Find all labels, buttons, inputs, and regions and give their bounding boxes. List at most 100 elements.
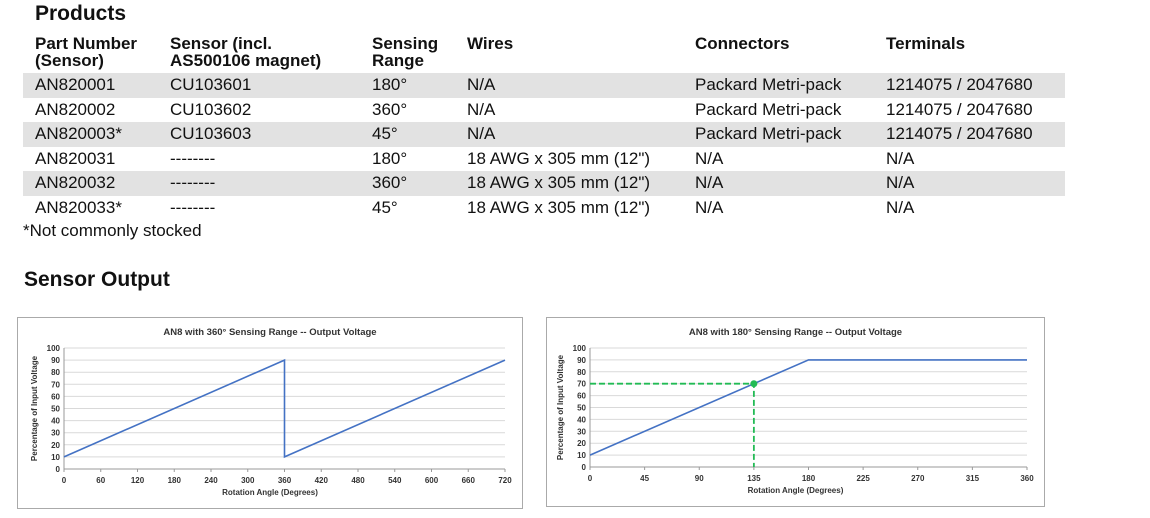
table-cell: --------	[170, 173, 216, 193]
table-cell: 1214075 / 2047680	[886, 75, 1033, 94]
table-cell: AN820032	[35, 173, 116, 193]
x-tick-label: 90	[695, 474, 704, 483]
x-tick-label: 225	[856, 474, 870, 483]
table-cell: 360°	[372, 173, 408, 193]
column-header: Part Number (Sensor)	[35, 34, 138, 70]
column-header: Connectors	[695, 34, 790, 53]
y-tick-label: 20	[577, 439, 586, 448]
y-tick-label: 20	[51, 441, 60, 450]
x-tick-label: 120	[131, 476, 145, 485]
x-tick-label: 60	[96, 476, 105, 485]
x-tick-label: 360	[1020, 474, 1034, 483]
table-cell: --------	[170, 197, 216, 217]
y-tick-label: 0	[582, 463, 587, 472]
y-tick-label: 60	[51, 392, 60, 401]
table-row: AN820032 -------- 360° 18 AWG x 305 mm (12"…	[23, 171, 1065, 196]
footnote: *Not commonly stocked	[23, 221, 202, 240]
table-cell: N/A	[467, 124, 496, 144]
table-cell: 1214075 / 2047680	[886, 99, 1033, 119]
sensor-output-heading: Sensor Output	[24, 268, 170, 291]
x-axis-label: Rotation Angle (Degrees)	[748, 486, 844, 495]
x-tick-label: 0	[588, 474, 593, 483]
x-tick-label: 540	[388, 476, 402, 485]
table-cell: 1214075 / 2047680	[886, 124, 1033, 144]
y-tick-label: 40	[51, 417, 60, 426]
table-cell: AN820031	[35, 148, 116, 168]
y-tick-label: 10	[51, 453, 60, 462]
table-cell: N/A	[695, 173, 724, 193]
products-heading: Products	[35, 2, 127, 25]
table-cell: Packard Metri-pack	[695, 124, 842, 144]
x-tick-label: 45	[640, 474, 649, 483]
table-row: AN820001 CU103601 180° N/A Packard Metri-pac…	[23, 73, 1065, 98]
y-tick-label: 40	[577, 415, 586, 424]
table-cell: AN820001	[35, 75, 116, 94]
y-tick-label: 0	[56, 465, 61, 474]
table-header: Part Number (Sensor) Sensor (incl. AS5001…	[23, 35, 1065, 73]
x-tick-label: 180	[802, 474, 816, 483]
x-tick-label: 420	[315, 476, 329, 485]
table-cell: 180°	[372, 75, 408, 94]
y-tick-label: 100	[573, 344, 587, 353]
y-tick-label: 90	[51, 356, 60, 365]
y-tick-label: 60	[577, 392, 586, 401]
table-row: AN820002 CU103602 360° N/A Packard Metri-pac…	[23, 98, 1065, 123]
x-tick-label: 315	[966, 474, 980, 483]
y-tick-label: 30	[51, 429, 60, 438]
y-tick-label: 80	[577, 368, 586, 377]
table-cell: N/A	[467, 99, 496, 119]
table-cell: 360°	[372, 99, 408, 119]
table-cell: N/A	[886, 197, 915, 217]
y-tick-label: 90	[577, 356, 586, 365]
chart-180: AN8 with 180° Sensing Range -- Output Vo…	[546, 317, 1045, 507]
table-cell: 45°	[372, 124, 398, 144]
table-cell: CU103602	[170, 99, 252, 119]
table-row: AN820033* -------- 45° 18 AWG x 305 mm (12"…	[23, 196, 1065, 221]
table-cell: Packard Metri-pack	[695, 99, 842, 119]
x-tick-label: 720	[498, 476, 512, 485]
x-tick-label: 360	[278, 476, 292, 485]
x-tick-label: 135	[747, 474, 761, 483]
x-tick-label: 240	[204, 476, 218, 485]
series-line	[63, 358, 506, 459]
table-cell: 18 AWG x 305 mm (12")	[467, 173, 651, 193]
y-tick-label: 10	[577, 451, 586, 460]
table-row: AN820031 -------- 180° 18 AWG x 305 mm (12"…	[23, 147, 1065, 172]
x-tick-label: 600	[425, 476, 439, 485]
table-cell: 180°	[372, 148, 408, 168]
x-tick-label: 660	[462, 476, 476, 485]
y-tick-label: 80	[51, 368, 60, 377]
chart-title: AN8 with 180° Sensing Range -- Output Vo…	[689, 327, 902, 338]
table-cell: AN820033*	[35, 197, 122, 217]
annotation-point	[750, 380, 758, 388]
y-tick-label: 50	[51, 405, 60, 414]
y-tick-label: 70	[51, 380, 60, 389]
column-header: Wires	[467, 34, 514, 53]
x-tick-label: 270	[911, 474, 925, 483]
table-cell: CU103601	[170, 75, 252, 94]
chart-360: AN8 with 360° Sensing Range -- Output Vo…	[17, 317, 523, 509]
products-table: Part Number (Sensor) Sensor (incl. AS5001…	[23, 35, 1065, 221]
x-tick-label: 0	[62, 476, 67, 485]
y-tick-label: 30	[577, 427, 586, 436]
x-tick-label: 180	[168, 476, 182, 485]
table-cell: AN820003*	[35, 124, 122, 144]
table-cell: AN820002	[35, 99, 116, 119]
column-header: Terminals	[886, 34, 966, 53]
x-tick-label: 480	[351, 476, 365, 485]
y-tick-label: 50	[577, 404, 586, 413]
series-line	[589, 359, 1027, 456]
column-header: Sensor (incl. AS500106 magnet)	[170, 34, 322, 70]
table-cell: --------	[170, 148, 216, 168]
table-cell: 45°	[372, 197, 398, 217]
table-cell: 18 AWG x 305 mm (12")	[467, 197, 651, 217]
x-tick-label: 300	[241, 476, 255, 485]
x-axis-label: Rotation Angle (Degrees)	[222, 488, 318, 497]
y-axis-label: Percentage of Input Voltage	[556, 354, 565, 460]
table-cell: 18 AWG x 305 mm (12")	[467, 148, 651, 168]
table-cell: N/A	[467, 75, 496, 94]
table-cell: Packard Metri-pack	[695, 75, 842, 94]
table-cell: N/A	[695, 148, 724, 168]
table-cell: N/A	[886, 173, 915, 193]
